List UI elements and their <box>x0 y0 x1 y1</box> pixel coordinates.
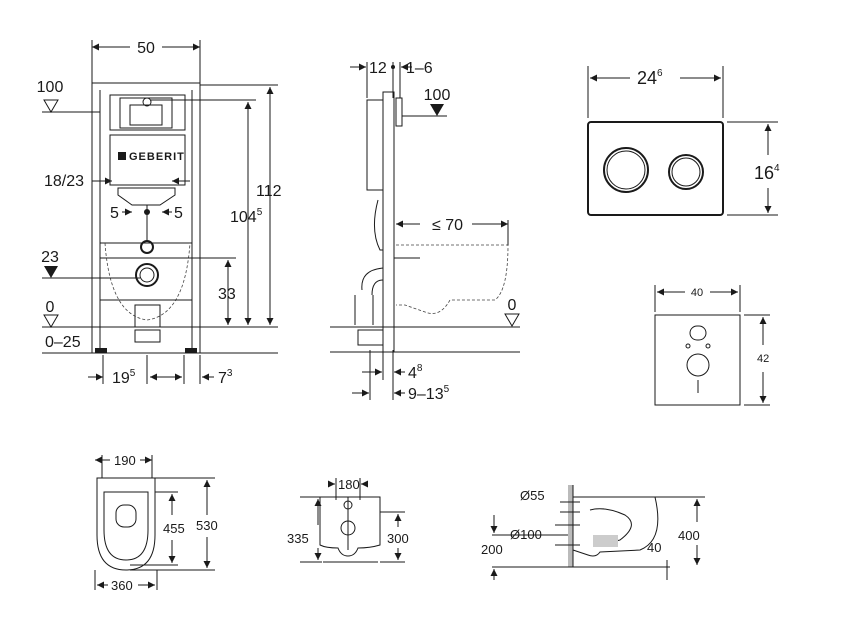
outlet-height-label: 200 <box>481 542 503 557</box>
geberit-logo-icon <box>118 152 126 160</box>
front-inner-height-label: 300 <box>387 531 409 546</box>
plate-width-label: 246 <box>637 68 663 88</box>
bowl-projection-label: ≤ 70 <box>432 217 463 234</box>
level-marker-filled-icon <box>430 104 444 116</box>
wall-gap-label: 1–6 <box>406 60 433 77</box>
level-inlet-label: 23 <box>41 249 59 266</box>
wall-range-label: 9–135 <box>408 384 450 403</box>
drain-height-label: 33 <box>218 286 236 303</box>
level-marker-filled-icon <box>44 266 58 278</box>
pipe-offset-label: 48 <box>408 363 423 382</box>
brand-logo: GEBERIT <box>129 151 185 163</box>
toilet-front-view: 180 335 300 <box>287 477 409 563</box>
drain-offset-label: 195 <box>112 368 136 387</box>
toilet-top-view: 190 455 530 360 <box>94 453 218 593</box>
length-label: 530 <box>196 518 218 533</box>
toilet-side-view: Ø55 Ø100 200 400 40 <box>481 485 705 580</box>
side-level-floor-label: 0 <box>508 297 517 314</box>
toilet-height-label: 400 <box>678 528 700 543</box>
rim-offset-label: 40 <box>647 540 661 555</box>
frame <box>91 82 201 354</box>
bolt-spacing-label: 18/23 <box>44 173 84 190</box>
side-level-top-label: 100 <box>424 87 451 104</box>
height-flush-label: 1045 <box>230 207 263 226</box>
depth-label: 12 <box>369 60 387 77</box>
level-floor-label: 0 <box>46 299 55 316</box>
width-label: 360 <box>111 578 133 593</box>
offset-left-label: 5 <box>110 205 119 222</box>
side-view: 12 1–6 100 ≤ 70 0 48 9–135 <box>330 60 520 403</box>
level-marker-icon <box>43 99 59 113</box>
level-marker-icon <box>504 313 520 327</box>
plate-height-label: 164 <box>754 163 780 183</box>
front-width-label: 180 <box>338 477 360 492</box>
wall-plate-width-label: 40 <box>691 287 703 299</box>
front-view: 50 GEBERIT 100 18/23 5 <box>37 40 282 387</box>
full-flush-button <box>603 147 649 193</box>
half-flush-button <box>668 154 704 190</box>
height-total-label: 112 <box>256 183 282 200</box>
width-dimension: 50 <box>137 40 155 57</box>
level-marker-icon <box>43 314 59 328</box>
offset-right-label: 5 <box>174 205 183 222</box>
wall-plate: 40 42 <box>654 285 770 406</box>
leg-offset-label: 73 <box>218 368 233 387</box>
inlet-diameter-label: Ø55 <box>520 488 545 503</box>
seat-width-label: 190 <box>114 453 136 468</box>
floor-range-label: 0–25 <box>45 334 81 351</box>
flush-plate: 246 164 <box>587 66 780 216</box>
inner-length-label: 455 <box>163 521 185 536</box>
level-top-label: 100 <box>37 79 64 96</box>
front-outer-height-label: 335 <box>287 531 309 546</box>
wall-plate-height-label: 42 <box>757 353 769 365</box>
wall-hatch <box>568 485 573 567</box>
